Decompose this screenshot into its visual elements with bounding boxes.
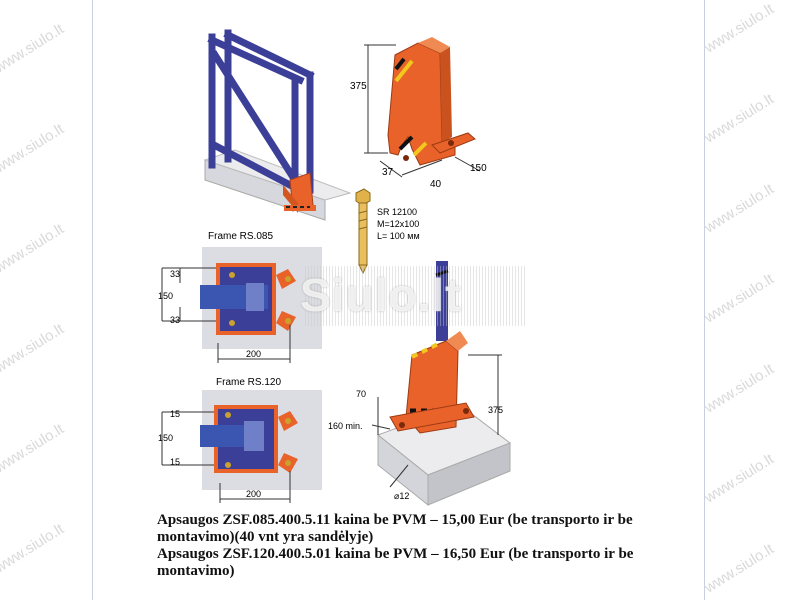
center-watermark-backdrop — [305, 266, 527, 326]
frame-085-dim-mid: 150 — [158, 291, 173, 301]
watermark-text: www.siulo.lt — [701, 540, 777, 597]
watermark-text: www.siulo.lt — [701, 450, 777, 507]
watermark-text: www.siulo.lt — [0, 220, 67, 277]
frame-rs085-plan: Frame RS.085 33 150 33 200 — [158, 231, 322, 363]
caption-line-1: Apsaugos ZSF.085.400.5.11 kaina be PVM –… — [157, 512, 633, 545]
frame-120-dim-width: 200 — [246, 489, 261, 499]
dim-375-label: 375 — [350, 81, 367, 92]
frame-085-dim-width: 200 — [246, 349, 261, 359]
document-left-border — [92, 0, 93, 600]
protector-on-concrete: 70 160 min. 375 ⌀12 — [328, 261, 512, 507]
bolt-line3: L= 100 мм — [377, 231, 420, 241]
frame-120-title: Frame RS.120 — [216, 377, 281, 388]
dim-160-label: 160 min. — [328, 421, 363, 431]
dim-40-label: 40 — [430, 179, 442, 190]
watermark-text: www.siulo.lt — [701, 270, 777, 327]
frame-rs120-plan: Frame RS.120 15 150 15 200 — [158, 377, 322, 503]
watermark-text: www.siulo.lt — [0, 520, 67, 577]
frame-085-dim-bot: 33 — [170, 315, 180, 325]
frame-120-dim-mid: 150 — [158, 433, 173, 443]
watermark-text: www.siulo.lt — [0, 320, 67, 377]
dim-150-label: 150 — [470, 163, 487, 174]
watermark-text: www.siulo.lt — [0, 120, 67, 177]
watermark-text: www.siulo.lt — [0, 20, 67, 77]
watermark-text: www.siulo.lt — [701, 360, 777, 417]
dim-375-bottom-label: 375 — [488, 405, 503, 415]
watermark-text: www.siulo.lt — [701, 90, 777, 147]
bolt-line1: SR 12100 — [377, 207, 417, 217]
watermark-text: www.siulo.lt — [701, 180, 777, 237]
watermark-text: www.siulo.lt — [701, 0, 777, 57]
frame-085-dim-top: 33 — [170, 269, 180, 279]
dim-70-label: 70 — [356, 389, 366, 399]
frame-120-dim-top: 15 — [170, 409, 180, 419]
watermark-text: www.siulo.lt — [0, 420, 67, 477]
frame-120-dim-bot: 15 — [170, 457, 180, 467]
dim-37-label: 37 — [382, 167, 394, 178]
caption-line-2: Apsaugos ZSF.120.400.5.01 kaina be PVM –… — [157, 546, 634, 579]
price-caption: Apsaugos ZSF.085.400.5.11 kaina be PVM –… — [157, 512, 697, 580]
frame-085-title: Frame RS.085 — [208, 231, 273, 242]
dim-diameter-label: ⌀12 — [394, 491, 409, 501]
center-watermark: Siulo.lt — [300, 269, 462, 321]
technical-drawing: 375 37 40 150 SR 12100 M=12x100 L= 100 м… — [158, 29, 512, 507]
bolt-line2: M=12x100 — [377, 219, 419, 229]
protector-3d-top: 375 37 40 150 — [350, 37, 487, 190]
document-right-border — [704, 0, 705, 600]
anchor-bolt-illustration: SR 12100 M=12x100 L= 100 мм — [355, 188, 420, 275]
rack-frame-illustration — [203, 29, 352, 221]
